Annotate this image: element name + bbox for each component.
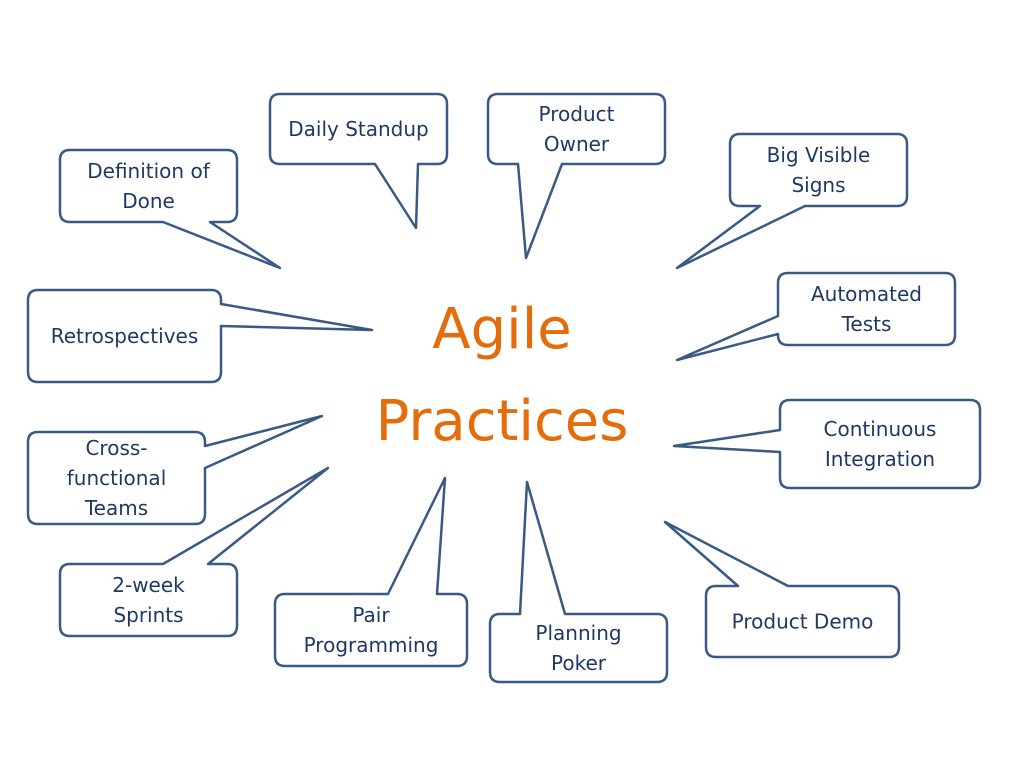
callout-shape-product-demo (663, 520, 901, 659)
callout-product-demo: Product Demo (663, 520, 901, 659)
callout-shape-big-visible-signs (675, 132, 909, 270)
callout-bubbles: Definition of Done Daily Standup ProductOwn… (26, 92, 982, 684)
callout-shape-cross-functional-teams (26, 414, 324, 526)
callout-label-planning-poker-line-1: Planning (535, 621, 621, 645)
callout-label-big-visible-signs-line-1: Big Visible (767, 143, 871, 167)
center-title-line-1: Agile (432, 297, 571, 362)
callout-label-cross-functional-teams-line-1: Cross- (85, 436, 147, 460)
callout-label-2-week-sprints-line-1: 2-week (112, 573, 185, 597)
callout-label-definition-of-done-line-1: Definition of (87, 159, 210, 183)
callout-label-big-visible-signs-line-2: Signs (791, 173, 845, 197)
callout-label-automated-tests-line-2: Tests (841, 312, 892, 336)
callout-shape-definition-of-done (58, 148, 282, 270)
callout-label-cross-functional-teams-line-3: Teams (84, 496, 148, 520)
callout-label-cross-functional-teams-line-2: functional (67, 466, 167, 490)
callout-label-2-week-sprints-line-2: Sprints (113, 603, 183, 627)
callout-shape-planning-poker (488, 480, 669, 684)
callout-label-product-owner-line-2: Owner (544, 132, 610, 156)
callout-shape-continuous-integration (672, 398, 982, 490)
callout-label-automated-tests-line-1: Automated (811, 282, 922, 306)
callout-shape-retrospectives (26, 288, 374, 384)
callout-label-product-demo-line-1: Product Demo (732, 610, 874, 634)
callout-shape-daily-standup (268, 92, 449, 230)
callout-label-pair-programming-line-2: Programming (304, 633, 439, 657)
callout-definition-of-done: Definition of Done (58, 148, 282, 270)
callout-retrospectives: Retrospectives (26, 288, 374, 384)
callout-label-daily-standup-line-1: Daily Standup (288, 117, 429, 141)
callout-shape-product-owner (486, 92, 667, 260)
callout-label-definition-of-done-line-2: Done (122, 189, 175, 213)
callout-label-pair-programming-line-1: Pair (352, 603, 390, 627)
callout-label-product-owner-line-1: Product (539, 102, 615, 126)
center-title-line-2: Practices (376, 389, 629, 454)
callout-label-planning-poker-line-2: Poker (551, 651, 607, 675)
callout-shape-automated-tests (675, 271, 957, 362)
callout-label-continuous-integration-line-1: Continuous (824, 417, 937, 441)
callout-daily-standup: Daily Standup (268, 92, 449, 230)
callout-label-continuous-integration-line-2: Integration (825, 447, 935, 471)
callout-label-retrospectives-line-1: Retrospectives (51, 324, 199, 348)
callout-shape-2-week-sprints (58, 466, 330, 638)
callout-shape-pair-programming (273, 476, 469, 668)
